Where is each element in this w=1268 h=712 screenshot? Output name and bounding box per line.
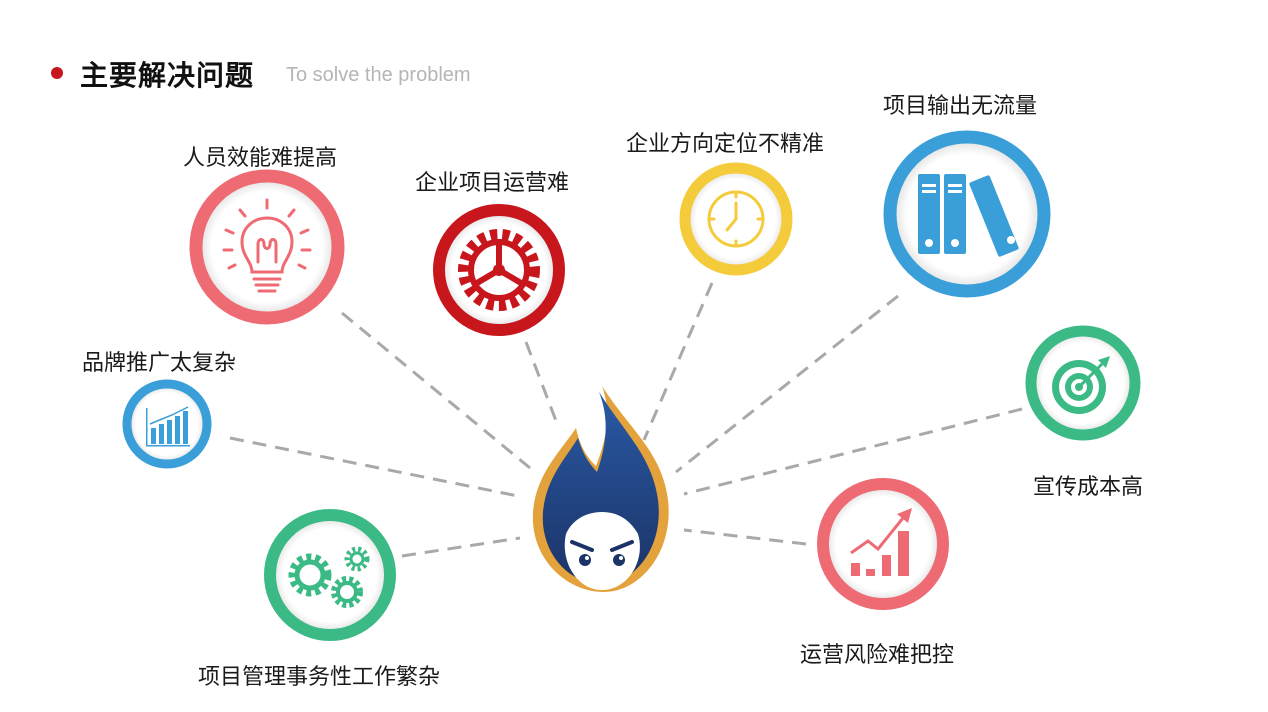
problem-label-operations: 企业项目运营难 <box>415 171 570 196</box>
connector-line <box>341 311 531 470</box>
problem-node-admin-work <box>264 509 396 641</box>
connector-line <box>524 341 560 427</box>
problem-node-efficiency <box>189 169 345 325</box>
connector-line <box>229 436 519 498</box>
binders-icon <box>918 174 1019 257</box>
lightbulb-icon <box>222 198 312 293</box>
target-icon <box>1052 356 1110 414</box>
gears-icon <box>288 546 370 608</box>
problem-label-efficiency: 人员效能难提高 <box>183 146 338 171</box>
problem-node-traffic <box>883 130 1051 298</box>
connector-lines <box>229 282 1023 558</box>
clock-icon <box>707 190 765 248</box>
page-subtitle: To solve the problem <box>286 64 471 86</box>
connector-line <box>683 528 807 546</box>
problem-node-positioning <box>679 162 793 276</box>
connector-line <box>675 294 899 474</box>
title-bullet <box>51 67 63 79</box>
connector-line <box>642 282 714 441</box>
problem-node-branding <box>122 379 212 469</box>
page-title: 主要解决问题 <box>80 59 255 92</box>
connector-line <box>401 536 521 558</box>
flame-mascot-icon <box>532 386 669 592</box>
problem-label-branding: 品牌推广太复杂 <box>82 351 237 376</box>
problem-label-cost: 宣传成本高 <box>1033 475 1144 500</box>
connector-line <box>683 407 1023 496</box>
problem-node-risk <box>817 478 949 610</box>
problem-label-admin-work: 项目管理事务性工作繁杂 <box>198 665 441 690</box>
gear-icon <box>458 229 540 311</box>
bar-chart-icon <box>146 406 190 447</box>
problem-node-operations <box>433 204 565 336</box>
problem-label-traffic: 项目输出无流量 <box>883 94 1038 119</box>
growth-chart-icon <box>850 508 912 576</box>
problem-label-risk: 运营风险难把控 <box>800 643 955 668</box>
problem-node-cost <box>1025 325 1141 441</box>
problem-label-positioning: 企业方向定位不精准 <box>626 132 825 157</box>
